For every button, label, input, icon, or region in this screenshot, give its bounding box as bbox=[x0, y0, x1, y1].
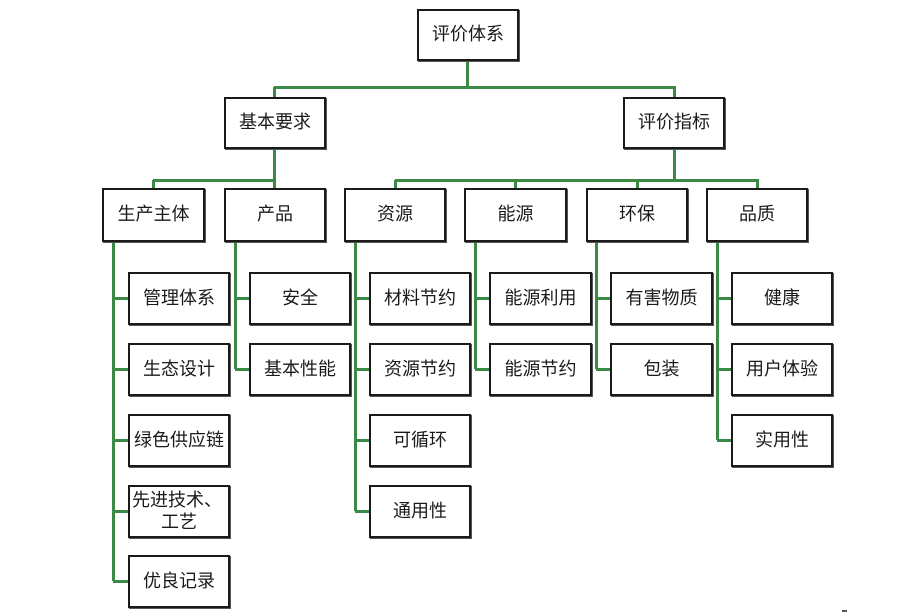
node-label: 评价指标 bbox=[638, 112, 710, 133]
product-spine bbox=[234, 241, 237, 369]
leaf-label: 能源利用 bbox=[504, 287, 577, 309]
resources-branch-0 bbox=[355, 297, 373, 300]
environment-branch-1 bbox=[596, 368, 614, 371]
leaf-basic-performance[interactable]: 基本性能 bbox=[249, 343, 351, 396]
leaf-energy-saving[interactable]: 能源节约 bbox=[489, 343, 592, 396]
leaf-label: 实用性 bbox=[755, 429, 809, 451]
leaf-label: 包装 bbox=[643, 358, 680, 380]
node-label: 能源 bbox=[497, 204, 534, 225]
product-branch-1 bbox=[235, 368, 253, 371]
leaf-resource-saving[interactable]: 资源节约 bbox=[369, 343, 471, 396]
resources-branch-2 bbox=[355, 439, 373, 442]
drop-basic bbox=[273, 87, 276, 98]
leaf-universality[interactable]: 通用性 bbox=[369, 485, 471, 538]
node-label: 资源 bbox=[377, 204, 413, 225]
leaf-material-saving[interactable]: 材料节约 bbox=[369, 272, 471, 325]
quality-branch-2 bbox=[717, 439, 735, 442]
product-branch-0 bbox=[235, 297, 253, 300]
resources-branch-1 bbox=[355, 368, 373, 371]
node-resources[interactable]: 资源 bbox=[344, 188, 446, 242]
drop-product bbox=[273, 180, 276, 189]
quality-spine bbox=[716, 241, 719, 440]
leaf-label: 可循环 bbox=[393, 429, 447, 451]
leaf-packaging[interactable]: 包装 bbox=[610, 343, 713, 396]
node-quality[interactable]: 品质 bbox=[706, 188, 808, 242]
resources-spine bbox=[354, 241, 357, 511]
leaf-label: 材料节约 bbox=[384, 287, 456, 309]
leaf-recyclable[interactable]: 可循环 bbox=[369, 414, 471, 467]
indicators-bus bbox=[395, 179, 759, 182]
basic-stem bbox=[273, 149, 276, 180]
leaf-label: 绿色供应链 bbox=[134, 429, 224, 451]
energy-branch-0 bbox=[475, 297, 493, 300]
drop-indicators bbox=[673, 87, 676, 98]
leaf-energy-use[interactable]: 能源利用 bbox=[489, 272, 592, 325]
leaf-advanced-tech[interactable]: 先进技术、 工艺 bbox=[128, 485, 230, 538]
drop-producer bbox=[152, 180, 155, 189]
basic-bus bbox=[153, 179, 276, 182]
indicators-stem bbox=[673, 149, 676, 180]
energy-spine bbox=[474, 241, 477, 369]
leaf-label: 安全 bbox=[282, 287, 318, 309]
drop-indicator-0 bbox=[394, 180, 397, 189]
corner-mark bbox=[842, 606, 847, 612]
leaf-label-line-2: 工艺 bbox=[161, 511, 197, 533]
node-product[interactable]: 产品 bbox=[224, 188, 326, 242]
producer-branch-4 bbox=[113, 580, 131, 583]
environment-branch-0 bbox=[596, 297, 614, 300]
node-label: 产品 bbox=[257, 204, 293, 225]
producer-spine bbox=[112, 241, 115, 581]
drop-indicator-1 bbox=[514, 180, 517, 189]
node-label: 品质 bbox=[739, 204, 775, 225]
leaf-label: 能源节约 bbox=[504, 358, 577, 380]
node-producer[interactable]: 生产主体 bbox=[102, 188, 205, 242]
leaf-label: 健康 bbox=[764, 287, 800, 309]
node-label: 评价体系 bbox=[432, 24, 504, 45]
producer-branch-0 bbox=[113, 297, 131, 300]
producer-branch-3 bbox=[113, 510, 131, 513]
node-label: 环保 bbox=[619, 204, 655, 225]
leaf-green-supply-chain[interactable]: 绿色供应链 bbox=[128, 414, 230, 467]
leaf-label: 优良记录 bbox=[143, 570, 215, 592]
root-bus bbox=[274, 86, 676, 89]
leaf-label: 有害物质 bbox=[625, 287, 698, 309]
leaf-eco-design[interactable]: 生态设计 bbox=[128, 343, 230, 396]
node-root[interactable]: 评价体系 bbox=[417, 9, 519, 61]
node-label: 基本要求 bbox=[239, 112, 311, 133]
node-basic-requirements[interactable]: 基本要求 bbox=[224, 97, 326, 149]
environment-spine bbox=[595, 241, 598, 369]
node-energy[interactable]: 能源 bbox=[464, 188, 567, 242]
energy-branch-1 bbox=[475, 368, 493, 371]
drop-indicator-3 bbox=[756, 180, 759, 189]
leaf-safety[interactable]: 安全 bbox=[249, 272, 351, 325]
leaf-hazardous-substances[interactable]: 有害物质 bbox=[610, 272, 713, 325]
root-stem bbox=[466, 60, 469, 87]
node-label: 生产主体 bbox=[117, 204, 190, 225]
leaf-label: 生态设计 bbox=[143, 358, 215, 380]
resources-branch-3 bbox=[355, 510, 373, 513]
drop-indicator-2 bbox=[636, 180, 639, 189]
leaf-management-system[interactable]: 管理体系 bbox=[128, 272, 230, 325]
leaf-good-record[interactable]: 优良记录 bbox=[128, 555, 230, 608]
leaf-label: 资源节约 bbox=[384, 358, 456, 380]
node-evaluation-indicators[interactable]: 评价指标 bbox=[623, 97, 725, 149]
leaf-label: 通用性 bbox=[393, 500, 447, 522]
leaf-label: 管理体系 bbox=[143, 287, 215, 309]
producer-branch-1 bbox=[113, 368, 131, 371]
producer-branch-2 bbox=[113, 439, 131, 442]
quality-branch-0 bbox=[717, 297, 735, 300]
leaf-practicality[interactable]: 实用性 bbox=[731, 414, 833, 467]
leaf-label-line-1: 先进技术、 bbox=[132, 489, 222, 511]
leaf-label: 基本性能 bbox=[264, 358, 336, 380]
leaf-health[interactable]: 健康 bbox=[731, 272, 833, 325]
leaf-label: 用户体验 bbox=[746, 358, 818, 380]
node-environment[interactable]: 环保 bbox=[586, 188, 688, 242]
quality-branch-1 bbox=[717, 368, 735, 371]
leaf-user-experience[interactable]: 用户体验 bbox=[731, 343, 833, 396]
